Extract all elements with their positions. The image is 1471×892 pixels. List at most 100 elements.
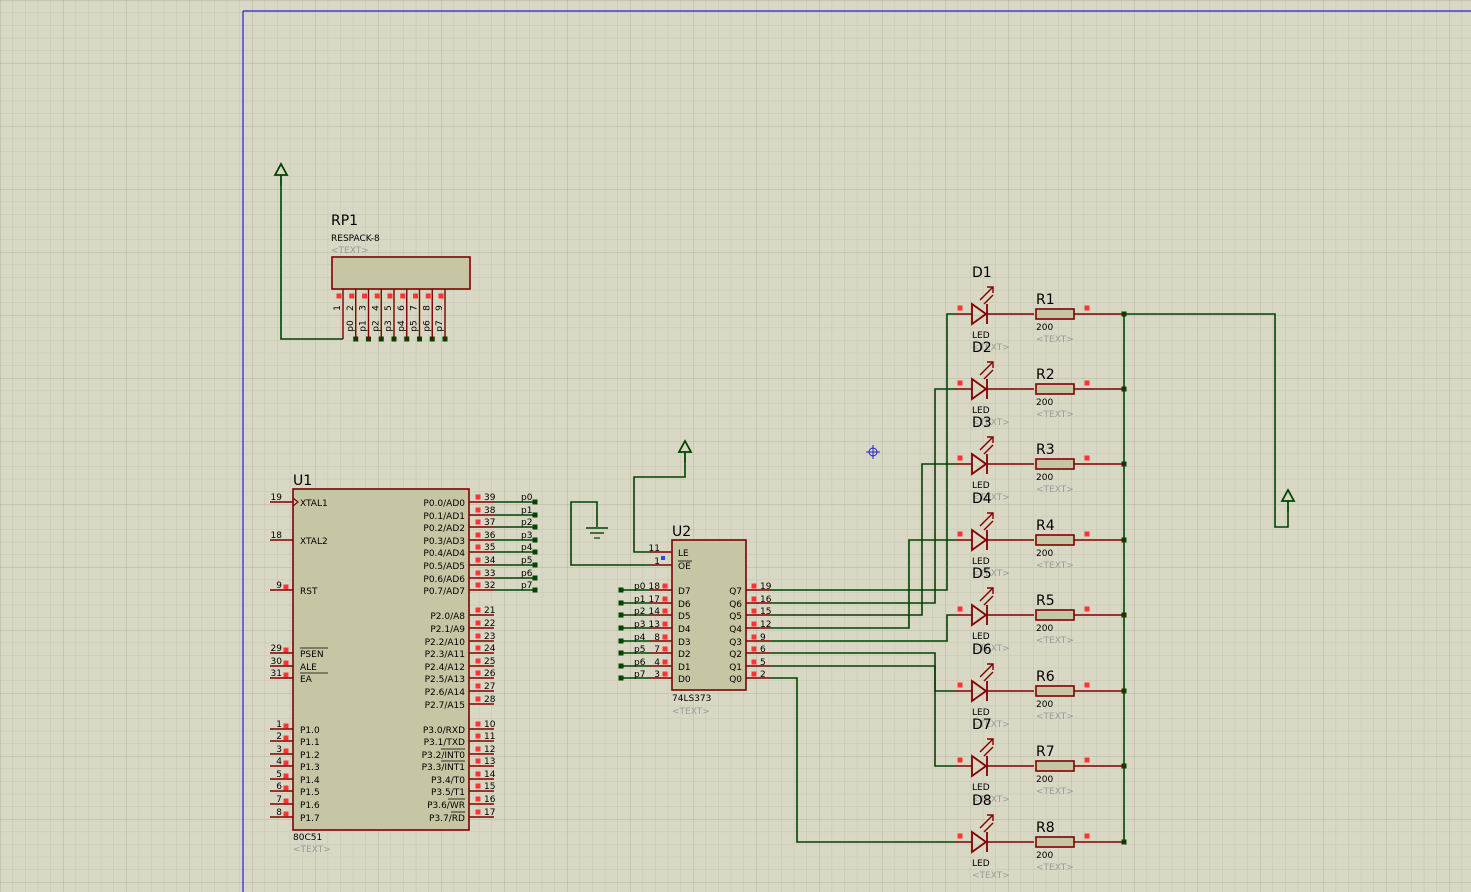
q-to-led-wire-2[interactable] xyxy=(770,388,955,604)
u1-pin-name: P1.6 xyxy=(300,801,320,811)
pin-marker xyxy=(1084,380,1090,386)
pin-marker xyxy=(1084,455,1090,461)
u1-pin-number: 28 xyxy=(484,695,496,705)
u2-pin-number: 16 xyxy=(760,595,772,605)
resistor-ref: R5 xyxy=(1036,593,1055,609)
rp1-pin-number: 2 xyxy=(346,305,356,311)
q-to-led-wire-7[interactable] xyxy=(770,665,955,767)
u1-net-dot xyxy=(532,587,538,593)
u1-pin-name: P2.0/A8 xyxy=(430,612,465,622)
u1-net-dot xyxy=(532,537,538,543)
led-diode-icon xyxy=(971,377,988,401)
u1-pin-name: P2.5/A13 xyxy=(425,675,465,685)
pin-marker xyxy=(662,634,668,640)
pin-marker xyxy=(475,507,481,513)
u2-pin-number: 18 xyxy=(649,582,661,592)
u1-pin-name: P0.1/AD1 xyxy=(423,512,465,522)
power-terminal-bus[interactable] xyxy=(1280,488,1296,512)
pin-marker xyxy=(1084,757,1090,763)
u2-pin-number: 2 xyxy=(760,670,766,680)
light-arrow-icon xyxy=(979,663,994,678)
u2-le-power-wire[interactable] xyxy=(633,463,686,553)
rp1-pin-number: 7 xyxy=(410,305,420,311)
pin-marker xyxy=(957,757,963,763)
q-to-led-wire-1[interactable] xyxy=(770,313,955,591)
resistor-value: 200 xyxy=(1036,473,1053,483)
u1-net-label: p1 xyxy=(521,506,532,516)
led-value: LED xyxy=(972,783,990,793)
u1-pin-number: 18 xyxy=(271,531,283,541)
light-arrow-icon xyxy=(979,587,994,602)
power-terminal-rp1[interactable] xyxy=(273,162,289,186)
rp1-pin-marker xyxy=(413,293,418,299)
rp1-pin-marker xyxy=(374,293,380,299)
u1-pin-name: XTAL1 xyxy=(300,499,328,509)
u2-oe-ground-wire[interactable] xyxy=(570,501,650,566)
u1-pin-number: 22 xyxy=(484,619,495,629)
led-text: <TEXT> xyxy=(972,493,1010,503)
pin-marker xyxy=(283,811,289,817)
pin-marker xyxy=(1084,833,1090,839)
u2-net-dot xyxy=(618,663,624,669)
u2-pin-name: D0 xyxy=(678,675,691,685)
u1-pin-number: 13 xyxy=(484,757,495,767)
resistor-value: 200 xyxy=(1036,700,1053,710)
u1-80c51[interactable]: U180C51<TEXT>19XTAL118XTAL29RST29PSEN30A… xyxy=(270,473,533,855)
pin-marker xyxy=(475,620,481,626)
light-arrow-icon xyxy=(979,361,994,376)
resistor-body xyxy=(1035,609,1075,621)
q-to-led-wire-5[interactable] xyxy=(770,614,955,642)
u2-net-dot xyxy=(618,675,624,681)
u1-pin-number: 3 xyxy=(276,745,282,755)
resistor-ref: R8 xyxy=(1036,820,1055,836)
u1-pin-name: P0.2/AD2 xyxy=(423,524,465,534)
bus-power-wire[interactable] xyxy=(1124,313,1289,528)
rp1-common-wire[interactable] xyxy=(280,186,343,340)
light-arrow-icon xyxy=(979,814,994,829)
pin-marker xyxy=(475,796,481,802)
q-to-led-wire-4[interactable] xyxy=(770,539,955,629)
q-to-led-wire-8[interactable] xyxy=(770,677,955,843)
led-value: LED xyxy=(972,557,990,567)
rp1-pin-marker xyxy=(400,293,406,299)
rp1-pin-marker xyxy=(362,293,367,299)
u2-pin-name: Q7 xyxy=(729,587,742,597)
pin-marker xyxy=(475,746,481,752)
u1-body xyxy=(292,488,470,831)
u2-value: 74LS373 xyxy=(672,694,711,704)
led-text: <TEXT> xyxy=(972,795,1010,805)
pin-marker xyxy=(957,606,963,612)
rp1-net-label: p2 xyxy=(371,320,381,331)
led-value: LED xyxy=(972,859,990,869)
u1-net-dot xyxy=(532,549,538,555)
power-terminal-u2[interactable] xyxy=(677,439,693,463)
led-ref: D7 xyxy=(972,717,992,733)
resistor-ref: R2 xyxy=(1036,367,1055,383)
rp1-pin-number: 3 xyxy=(359,305,369,311)
pin-marker xyxy=(475,771,481,777)
pin-marker xyxy=(1084,606,1090,612)
u1-pin-number: 30 xyxy=(271,657,283,667)
ground-icon[interactable] xyxy=(586,527,608,539)
pin-marker xyxy=(662,621,668,627)
